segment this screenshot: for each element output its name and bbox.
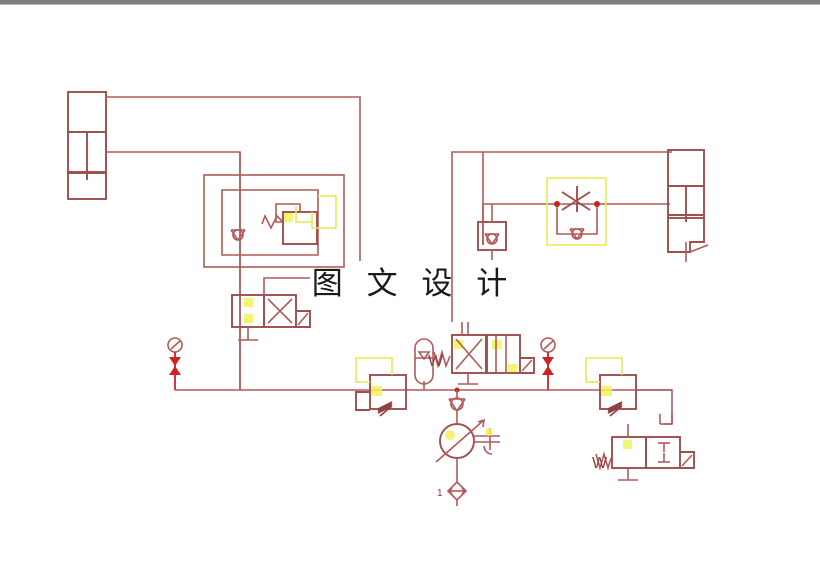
pressure-gauge-left-shutoff-b [169,366,181,375]
relief-right-drain-yellow [585,357,623,383]
pilot-operated-check-valve-left [230,229,246,241]
dv-center-cross-b [455,338,483,370]
throttle-node-right [594,201,600,207]
dv-left-supply-line [263,277,310,295]
check-pump-seat-b [456,398,466,412]
variable-pump-group [435,418,500,463]
throttle-node-left [554,201,560,207]
relief-valve-pilot-left [261,195,337,245]
variable-pump-drive-curve [483,445,493,455]
cylinder-upper-right-guide [689,244,709,253]
dv-center-divider [485,334,488,374]
line-cyl-left-bottom-port [106,151,241,390]
cylinder-upper-right-group [667,149,709,262]
pressure-gauge-left-shutoff-a [169,357,181,366]
pump-inlet-number-label: 1 [437,488,443,499]
directional-valve-3pos-center [433,322,535,385]
pressure-gauge-left-needle [170,340,181,350]
relief-right-spring [607,401,623,417]
directional-valve-2pos-right [595,424,695,481]
cylinder-upper-left-group [67,91,107,200]
dv-left-highlight-b [244,314,253,323]
relief-left-pilot-bracket [355,391,370,411]
strainer-arrow-left [447,487,453,495]
variable-pump-highlight [445,430,455,440]
pressure-gauge-right-group [540,337,556,390]
relief-pilot-left-drain-yellow-a [295,206,312,223]
relief-pilot-left-spring [261,214,284,230]
dv-center-solenoid-coil [433,349,451,369]
dv-right-actuator [680,451,695,469]
check-right-seat-a [484,233,493,245]
throttle-bypass-seat-b [576,228,585,240]
dv-center-actuator-arrow [521,359,533,372]
accumulator-gas-triangle [417,351,431,361]
check-right-seat-b [491,233,500,245]
dv-left-actuator-arrow [297,312,309,326]
relief-valve-left [355,357,407,417]
throttle-check-valve-assembly [546,177,607,246]
dv-left-highlight-a [244,298,253,307]
throttle-bypass-loop [556,207,598,235]
pressure-gauge-right-shutoff-a [542,357,554,366]
relief-pilot-left-drain-yellow-b [311,195,337,229]
dv-right-highlight [623,440,632,449]
tank-strainer-group [446,480,468,506]
accumulator-shell [414,338,434,385]
cylinder-upper-left-load-block [67,172,107,200]
cylinder-upper-left-barrel-top [67,91,107,133]
variable-pump-circle [439,423,475,459]
line-right-mid-feed [482,203,670,245]
dv-center-hl-c [508,364,517,373]
pilot-check-internal-loop [221,189,319,256]
right-branch-lines [451,151,672,322]
variable-pump-arrow-diagonal [435,419,485,463]
cylinder-upper-right-barrel-top [667,149,705,187]
relief-pilot-left-highlight [283,212,293,222]
check-pump-seat-a [448,398,458,412]
solenoid-left-main-label: W [428,353,444,370]
dv-center-hl-a [454,340,463,349]
cylinder-upper-left-port-lines [106,96,361,390]
relief-right-highlight [601,386,612,396]
pilot-check-assembly-left [203,174,345,268]
dv-right-solenoid-coil [595,451,612,471]
throttle-assembly-enclosure [546,177,607,246]
relief-left-spring [377,401,393,417]
strainer-arrow-right [461,487,467,495]
cylinder-upper-right-load-block [667,214,705,253]
dv-center-actuator [520,357,535,374]
pressure-gauge-right-shutoff-b [542,366,554,375]
dv-left-actuator [296,310,311,328]
relief-left-highlight [371,386,382,396]
pressure-gauge-right-needle [543,340,554,350]
accumulator-group [414,338,434,390]
variable-pump-drive-highlight [485,428,493,436]
dv-right-box-2 [645,436,681,469]
dv-left-cross-b [267,298,293,324]
relief-left-drain-yellow [355,357,393,383]
check-valve-right-branch [477,204,507,260]
check-valve-left-seat-a [230,229,239,241]
line-cyl-left-top-port [106,96,361,261]
dv-right-actuator-arrow [681,454,693,467]
relief-valve-right [585,357,673,425]
solenoid-right-lower-label: W [592,455,608,472]
throttle-bypass-seat-a [569,228,578,240]
throttle-needle-b [561,191,591,211]
pump-branch: 1 [435,387,500,506]
check-valve-pump-outlet [448,397,466,412]
top-divider-rule [0,0,820,5]
directional-valve-2pos-left [231,277,311,341]
pilot-check-enclosure-left [203,174,345,268]
variable-pump-arrowhead [477,418,485,428]
pressure-gauge-left-group [167,337,183,390]
check-valve-left-seat-b [237,229,246,241]
relief-pilot-left-pilot-line [275,203,301,223]
relief-right-tank-line [636,389,673,425]
line-right-top-feed [451,151,672,322]
